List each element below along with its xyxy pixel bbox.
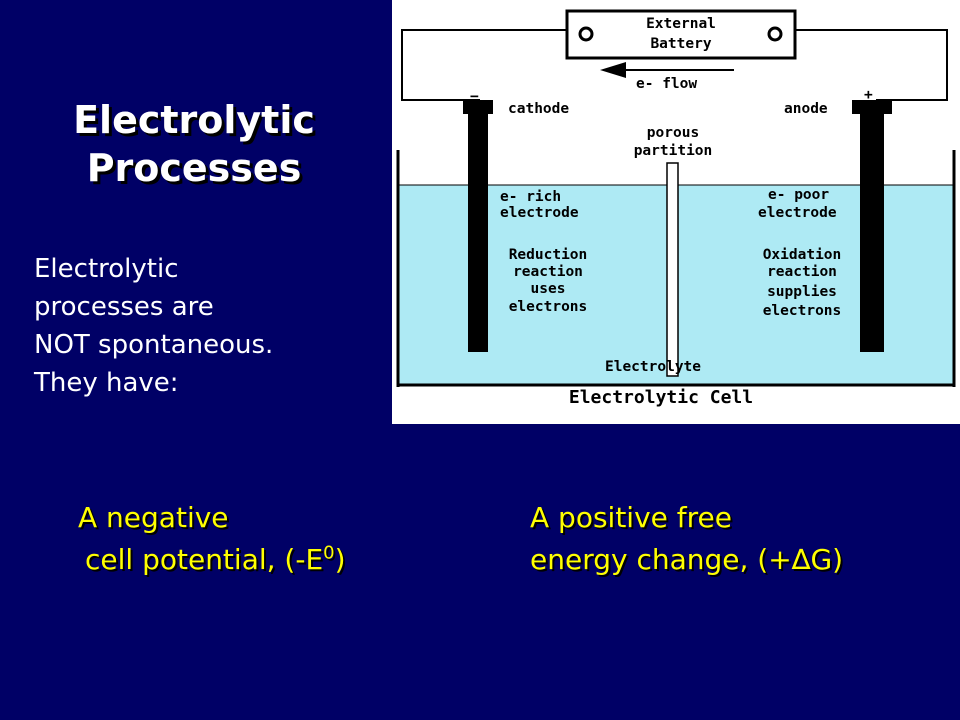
negative-potential-suffix: ) bbox=[334, 543, 346, 576]
battery-box bbox=[565, 9, 797, 60]
electrolytic-cell-diagram: External Battery e- flow − cathode + ano… bbox=[392, 0, 960, 424]
partition-label-1: porous bbox=[647, 125, 699, 141]
right-reaction-line-3: supplies bbox=[767, 284, 837, 300]
left-reaction-line-3: uses bbox=[531, 281, 566, 297]
right-electrode-label-1: e- poor bbox=[768, 187, 829, 203]
partition-label-2: partition bbox=[634, 143, 713, 159]
standard-state-superscript: 0 bbox=[323, 542, 335, 564]
battery-label-1: External bbox=[646, 16, 716, 32]
body-line-2: processes are bbox=[34, 292, 214, 322]
left-electrode-label-2: electrode bbox=[500, 205, 579, 221]
cathode-electrode bbox=[468, 112, 488, 352]
title-line-2: Processes bbox=[86, 146, 302, 190]
positive-free-energy-line-2: energy change, (+∆G) bbox=[530, 539, 843, 581]
wire-left bbox=[401, 29, 570, 101]
left-reaction-line-1: Reduction bbox=[509, 247, 588, 263]
left-electrode-label-1: e- rich bbox=[500, 189, 561, 205]
battery-terminal-right bbox=[767, 26, 783, 42]
positive-free-energy-point: A positive free energy change, (+∆G) bbox=[530, 497, 843, 581]
minus-sign: − bbox=[470, 89, 479, 105]
body-line-1: Electrolytic bbox=[34, 254, 179, 284]
left-reaction-line-4: electrons bbox=[509, 299, 588, 315]
right-reaction-line-2: reaction bbox=[767, 264, 837, 280]
positive-free-energy-line-1: A positive free bbox=[530, 501, 732, 534]
left-reaction-line-2: reaction bbox=[513, 264, 583, 280]
electrolytic-cell-svg: External Battery e- flow − cathode + ano… bbox=[396, 9, 956, 408]
battery-label-2: Battery bbox=[650, 36, 711, 52]
positive-free-energy-prefix: energy change, (+ bbox=[530, 543, 792, 576]
right-electrode-label-2: electrode bbox=[758, 205, 837, 221]
diagram-caption: Electrolytic Cell bbox=[569, 387, 753, 408]
wire-right bbox=[792, 29, 948, 101]
negative-potential-point: A negative cell potential, (-E0) bbox=[78, 497, 346, 581]
slide-title: Electrolytic Processes bbox=[34, 96, 354, 192]
body-line-3: NOT spontaneous. bbox=[34, 330, 274, 360]
anode-electrode bbox=[860, 112, 884, 352]
body-line-4: They have: bbox=[34, 368, 179, 398]
plus-sign: + bbox=[864, 87, 873, 103]
anode-label: anode bbox=[784, 101, 828, 117]
electrolyte-label: Electrolyte bbox=[605, 359, 701, 375]
cathode-cap bbox=[463, 100, 493, 114]
anode-cap bbox=[852, 100, 892, 114]
porous-partition bbox=[666, 162, 679, 377]
body-text: Electrolytic processes are NOT spontaneo… bbox=[34, 250, 374, 402]
electron-flow-label: e- flow bbox=[636, 76, 697, 92]
cathode-label: cathode bbox=[508, 101, 569, 117]
negative-potential-line-1: A negative bbox=[78, 501, 229, 534]
title-line-1: Electrolytic bbox=[73, 98, 315, 142]
right-reaction-line-1: Oxidation bbox=[763, 247, 842, 263]
negative-potential-prefix: cell potential, (-E bbox=[85, 543, 324, 576]
negative-potential-line-2: cell potential, (-E0) bbox=[78, 539, 346, 581]
battery-terminal-left bbox=[578, 26, 594, 42]
electron-flow-arrowhead bbox=[600, 62, 626, 78]
positive-free-energy-suffix: G) bbox=[810, 543, 844, 576]
right-reaction-line-4: electrons bbox=[763, 303, 842, 319]
delta-symbol: ∆ bbox=[791, 543, 811, 576]
